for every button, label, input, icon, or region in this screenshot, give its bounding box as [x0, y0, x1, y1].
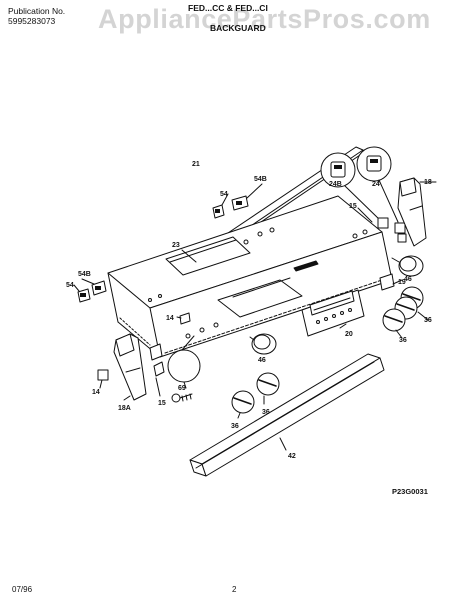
callout-54-left: 54: [66, 282, 74, 289]
callout-54b-top: 54B: [254, 176, 267, 183]
clip-14-left: [97, 369, 109, 389]
callout-69: 69: [178, 385, 186, 392]
knob-right-36: [382, 286, 429, 339]
callout-18a: 18A: [118, 405, 131, 412]
callout-46-right: 46: [404, 276, 412, 283]
callout-14-left: 14: [92, 389, 100, 396]
callout-46-left: 46: [258, 357, 266, 364]
screw-top: [377, 217, 407, 243]
knob-bottom-mid-36: [256, 372, 280, 405]
callout-36-right: 36: [424, 317, 432, 324]
callout-36-bottom-mid: 36: [262, 409, 270, 416]
switch-24b: [320, 152, 383, 223]
screw-69: [167, 349, 201, 403]
callout-42: 42: [288, 453, 296, 460]
watermark-text: AppliancePartsPros.com: [98, 4, 431, 34]
bottom-trim-42: [189, 353, 385, 477]
diagram-code: P23G0031: [392, 487, 428, 496]
footer-date: 07/96: [12, 585, 33, 594]
clip-top: [212, 183, 263, 219]
callout-15-top: 15: [349, 203, 357, 210]
model-numbers: FED...CC & FED...CI: [188, 3, 268, 13]
switch-24: [356, 146, 399, 223]
callout-24b: 24B: [329, 181, 342, 188]
callout-20: 20: [345, 331, 353, 338]
callout-24: 24: [372, 181, 380, 188]
callout-54-top: 54: [220, 191, 228, 198]
callout-36-mid: 36: [399, 337, 407, 344]
callout-23: 23: [172, 242, 180, 249]
clip-left: [73, 278, 107, 303]
timer-control-20: [301, 289, 365, 337]
section-title: BACKGUARD: [210, 23, 266, 33]
publication-number: 5995283073: [8, 16, 56, 26]
knob-left-46: [249, 333, 277, 355]
end-cap-right: [397, 177, 437, 247]
callout-54b-left: 54B: [78, 271, 91, 278]
end-cap-left: [113, 333, 165, 401]
callout-18-right: 18: [424, 179, 432, 186]
callout-19: 19: [398, 279, 406, 286]
page-number: 2: [232, 585, 237, 594]
knob-bottom-left-36: [231, 390, 255, 419]
publication-label: Publication No.: [8, 6, 66, 16]
callout-15-bottom: 15: [158, 400, 166, 407]
callout-21: 21: [192, 161, 200, 168]
callout-36-bottom-left: 36: [231, 423, 239, 430]
callout-14-mid: 14: [166, 315, 174, 322]
knob-right-46: [391, 255, 424, 277]
